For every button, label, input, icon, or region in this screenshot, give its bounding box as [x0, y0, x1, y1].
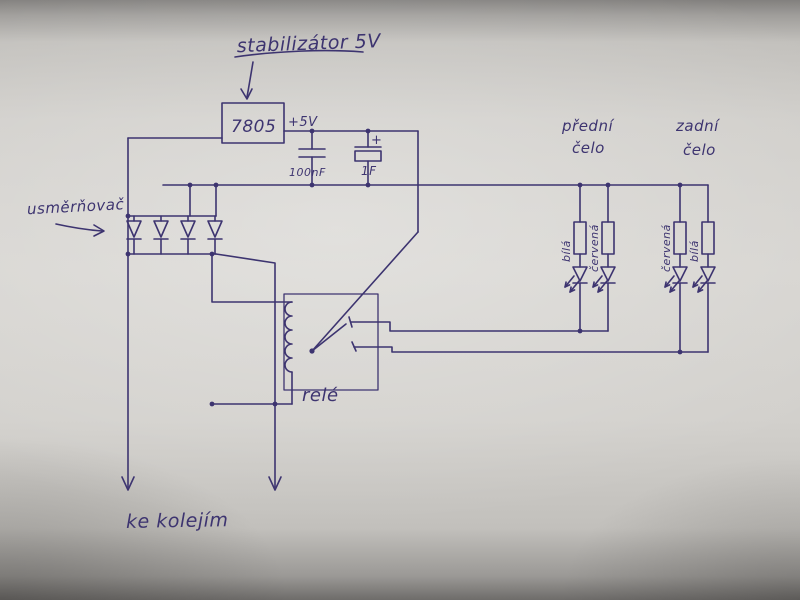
stabilizer-annotation	[234, 49, 364, 100]
led-emission-arrows-icon	[564, 275, 580, 293]
resistor	[573, 221, 587, 255]
relay-switch-lever	[311, 323, 347, 352]
led-branch-front-red	[592, 184, 616, 332]
relay-coil	[284, 301, 293, 373]
led-emission-arrows-icon	[692, 275, 708, 293]
wire-front-led-return	[350, 321, 609, 332]
label-front-head-1: přední	[561, 117, 614, 135]
rectifier-section	[121, 137, 282, 491]
label-5v: +5V	[288, 115, 318, 130]
label-cap-1f: 1F	[361, 164, 377, 178]
junction-dot	[577, 182, 583, 188]
pointer-arrow-head	[240, 88, 253, 100]
label-stabilizer: stabilizátor 5V	[236, 30, 382, 57]
led-white-icon	[572, 266, 588, 284]
junction-dot	[209, 401, 215, 407]
junction-dot	[605, 182, 611, 188]
label-front-head-2: čelo	[572, 139, 605, 157]
led-red-icon	[672, 266, 688, 284]
track-b-arrow-icon	[268, 476, 282, 491]
led-branch-rear-white	[692, 184, 716, 353]
junction-dot	[677, 349, 683, 355]
wire-coil-feed	[211, 253, 293, 303]
junction-dot	[213, 182, 219, 188]
label-led-1: bílá	[560, 240, 573, 262]
resistor	[701, 221, 715, 255]
track-a-arrow-icon	[121, 476, 135, 491]
junction-dot	[677, 182, 683, 188]
diode-3	[180, 215, 196, 255]
underline	[234, 49, 364, 58]
junction-dot	[272, 401, 278, 407]
led-red-icon	[600, 266, 616, 284]
label-rear-head-2: čelo	[683, 141, 716, 159]
junction-dot	[577, 328, 583, 334]
wire-track-b	[215, 253, 276, 488]
diode-2	[153, 215, 169, 255]
label-led-2: červená	[588, 224, 601, 272]
junction-dot	[309, 128, 315, 134]
capacitor-1F	[354, 130, 382, 186]
regulator-section	[127, 102, 419, 352]
junction-dot	[187, 182, 193, 188]
label-rear-head-1: zadní	[675, 117, 720, 135]
label-rectifier: usměrňovač	[27, 195, 125, 218]
label-to-tracks: ke kolejím	[126, 509, 229, 533]
wire-5v-to-relay-diagonal	[311, 231, 419, 352]
junction-dot	[125, 251, 131, 257]
label-led-4: bílá	[688, 240, 701, 262]
led-emission-arrows-icon	[592, 275, 608, 293]
junction-dot	[209, 251, 215, 257]
resistor	[601, 221, 615, 255]
rectifier-annotation	[55, 223, 105, 237]
label-cap-100nf: 100nF	[289, 166, 326, 179]
relay-box	[283, 293, 379, 391]
led-white-icon	[700, 266, 716, 284]
label-relay: relé	[302, 385, 339, 406]
pointer-arrow-shaft	[55, 223, 103, 232]
resistor	[673, 221, 687, 255]
label-regulator: 7805	[231, 117, 276, 137]
label-cap-polarity: +	[371, 133, 382, 148]
junction-dot	[125, 213, 131, 219]
diode-1	[126, 215, 142, 255]
pointer-arrow-shaft	[246, 61, 254, 98]
junction-dot	[365, 128, 371, 134]
relay-section	[211, 253, 709, 405]
led-emission-arrows-icon	[664, 275, 680, 293]
diode-4	[207, 215, 223, 255]
junction-dot	[309, 182, 315, 188]
wire-rear-led-return	[353, 346, 709, 353]
pointer-arrow-head	[93, 224, 105, 237]
led-branch-rear-red	[664, 184, 688, 353]
label-led-3: červená	[660, 224, 673, 272]
junction-dot	[365, 182, 371, 188]
regulator-box	[221, 102, 285, 144]
led-branch-front-white	[564, 184, 588, 332]
capacitor-100nF	[298, 130, 326, 186]
junction-dots	[125, 128, 683, 407]
relay-pivot-dot	[309, 348, 315, 354]
